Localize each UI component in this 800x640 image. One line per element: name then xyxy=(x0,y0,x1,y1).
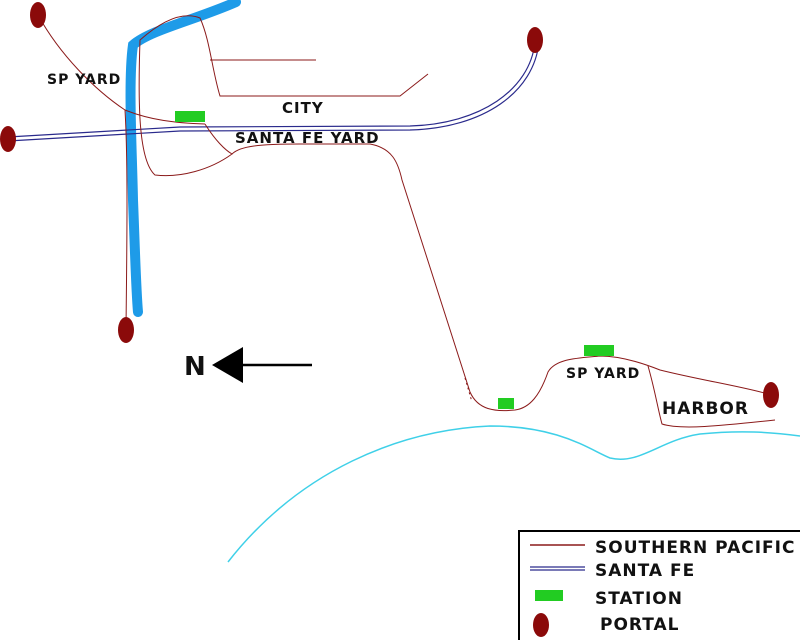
station-marker-icon xyxy=(498,398,514,409)
north-arrow-label: N xyxy=(184,352,207,382)
bay-dashed-link xyxy=(464,377,473,403)
portal-marker-icon xyxy=(30,2,46,28)
city-label: CITY xyxy=(282,99,324,117)
river xyxy=(125,0,241,317)
north-arrow: N xyxy=(184,347,312,383)
legend-southern-pacific-label: SOUTHERN PACIFIC xyxy=(595,538,795,558)
portal-marker-icon xyxy=(533,613,549,637)
station-marker-icon xyxy=(535,590,563,601)
legend-box xyxy=(518,530,800,640)
legend-station-label: STATION xyxy=(595,589,683,609)
sp-yard-north-label: SP YARD xyxy=(47,72,121,88)
santa-fe-yard-label: SANTA FE YARD xyxy=(235,129,380,147)
station-marker-icon xyxy=(584,345,614,356)
portal-marker-icon xyxy=(527,27,543,53)
station-marker-icon xyxy=(175,111,205,122)
portal-marker-icon xyxy=(763,382,779,408)
southern-pacific-lines xyxy=(37,14,776,428)
legend-santa-fe-swatch xyxy=(530,566,585,571)
harbor-label: HARBOR xyxy=(662,399,749,419)
legend-santa-fe-label: SANTA FE xyxy=(595,561,695,581)
portal-marker-icon xyxy=(118,317,134,343)
legend: SOUTHERN PACIFIC SANTA FE STATION PORTAL xyxy=(518,530,800,640)
sp-yard-south-label: SP YARD xyxy=(566,366,640,382)
coastline xyxy=(227,425,800,563)
santa-fe-main-line xyxy=(7,41,540,142)
arrow-left-icon xyxy=(212,347,243,383)
legend-portal-label: PORTAL xyxy=(600,615,680,635)
portal-marker-icon xyxy=(0,126,16,152)
